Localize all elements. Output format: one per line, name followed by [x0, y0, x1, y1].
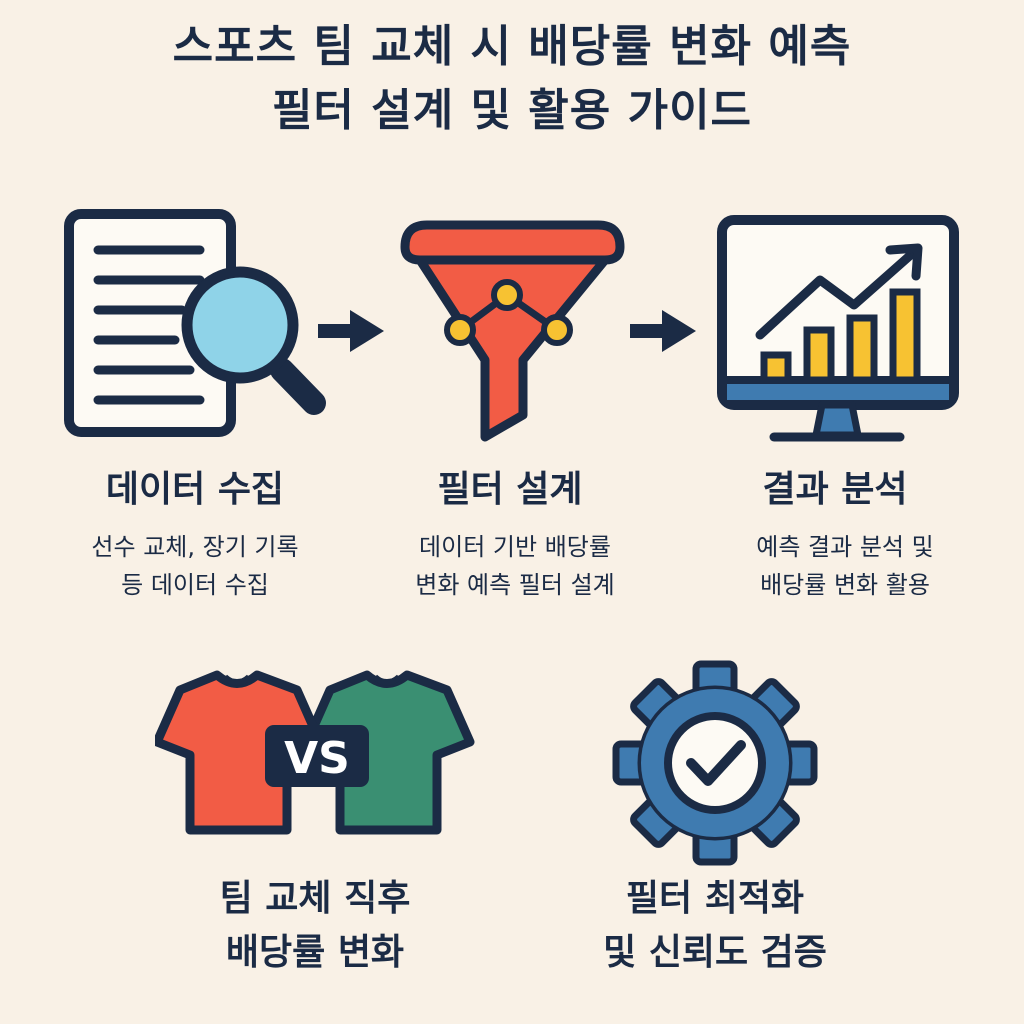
arrow-right-icon	[318, 310, 384, 352]
step-label-result-analysis: 결과 분석	[762, 469, 908, 510]
step-label-filter-design: 필터 설계	[437, 469, 583, 510]
filter-optimization-label: 필터 최적화 및 신뢰도 검증	[565, 872, 865, 980]
label-line: 필터 최적화	[625, 878, 805, 919]
step-desc-line: 등 데이터 수집	[121, 571, 269, 599]
funnel-filter-icon	[400, 220, 625, 442]
step-desc-result-analysis: 예측 결과 분석 및 배당률 변화 활용	[700, 528, 990, 604]
step-desc-line: 예측 결과 분석 및	[756, 533, 934, 561]
label-line: 팀 교체 직후	[219, 878, 411, 919]
vs-badge: VS	[284, 733, 350, 784]
page-title-line2: 필터 설계 및 활용 가이드	[271, 85, 753, 136]
step-desc-filter-design: 데이터 기반 배당률 변화 예측 필터 설계	[370, 528, 660, 604]
page-title-line1: 스포츠 팀 교체 시 배당률 변화 예측	[172, 21, 852, 72]
arrow-right-icon	[630, 310, 696, 352]
monitor-chart-icon	[717, 215, 959, 442]
step-desc-line: 선수 교체, 장기 기록	[91, 533, 299, 561]
step-desc-data-collection: 선수 교체, 장기 기록 등 데이터 수집	[40, 528, 350, 604]
gear-check-icon	[612, 660, 818, 866]
document-magnifier-icon	[64, 209, 326, 437]
step-desc-line: 데이터 기반 배당률	[419, 533, 611, 561]
label-line: 및 신뢰도 검증	[603, 932, 827, 973]
step-label-data-collection: 데이터 수집	[105, 469, 285, 510]
jerseys-vs-icon: VS	[155, 670, 475, 835]
step-desc-line: 배당률 변화 활용	[760, 571, 930, 599]
step-desc-line: 변화 예측 필터 설계	[415, 571, 615, 599]
label-line: 배당률 변화	[225, 932, 405, 973]
team-change-label: 팀 교체 직후 배당률 변화	[165, 872, 465, 980]
